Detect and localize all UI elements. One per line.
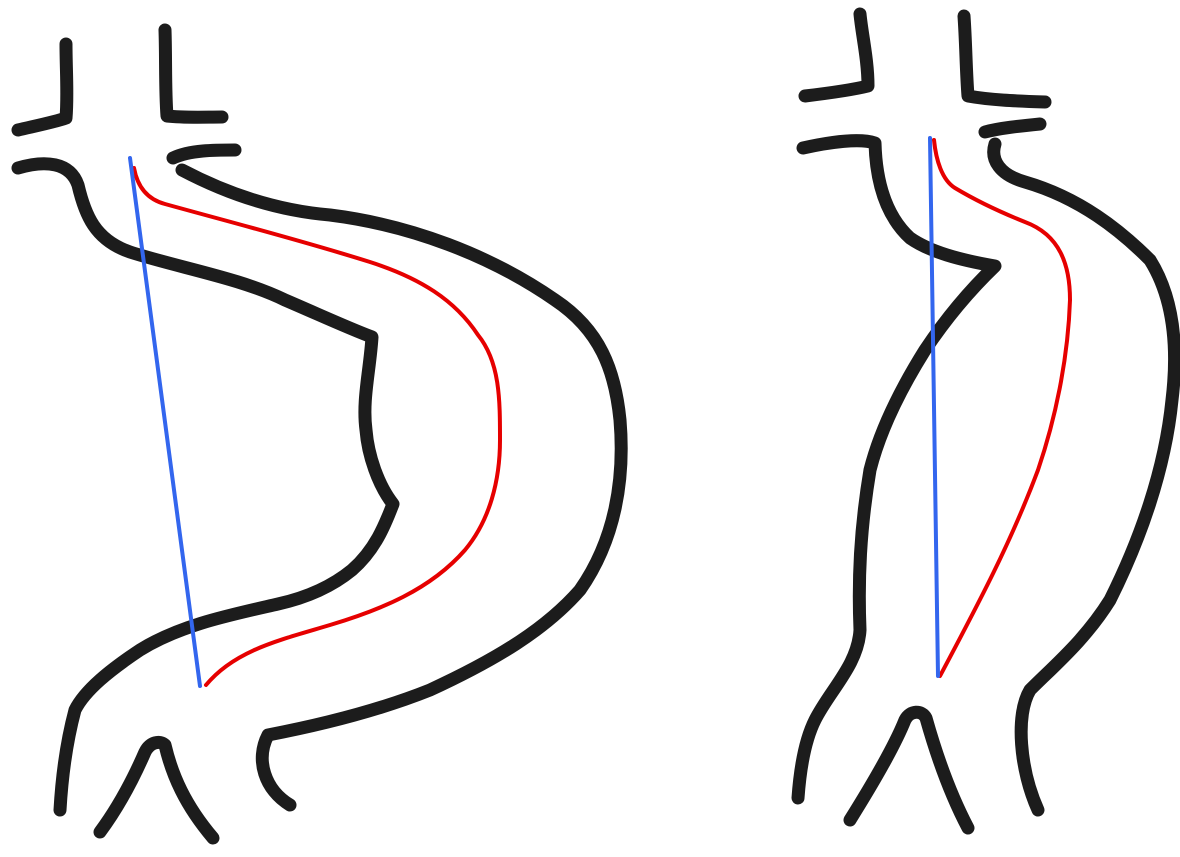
left-top-left-branch: [18, 44, 67, 130]
right-vessel-diagram: [798, 14, 1175, 828]
right-centerline: [934, 140, 1070, 676]
left-straight-line: [130, 158, 200, 686]
right-straight-line: [930, 138, 938, 676]
right-inner-wall: [798, 141, 995, 798]
right-outer-wall: [985, 124, 1175, 810]
left-top-right-branch: [165, 30, 222, 117]
left-vessel-diagram: [18, 30, 621, 838]
left-outer-wall: [173, 150, 621, 805]
left-bottom-branch: [100, 742, 213, 838]
right-top-left-branch: [805, 14, 868, 96]
right-bottom-branch: [850, 712, 968, 828]
right-top-right-branch: [964, 16, 1045, 102]
